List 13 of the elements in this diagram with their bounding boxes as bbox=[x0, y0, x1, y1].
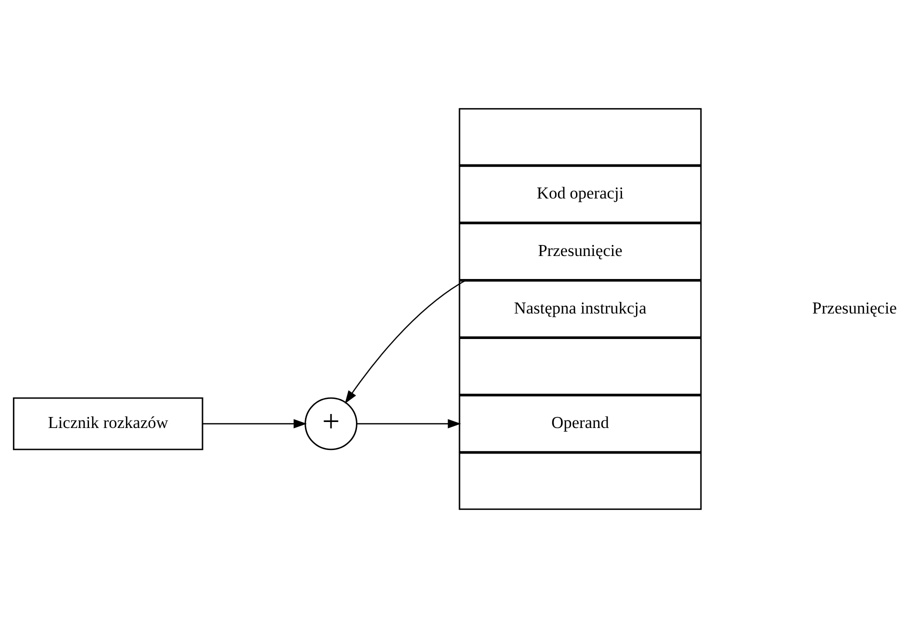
arrow bbox=[356, 419, 461, 428]
arrow bbox=[344, 279, 468, 404]
node-box: Licznik rozkazów bbox=[12, 397, 204, 450]
arrow bbox=[202, 419, 307, 428]
node-box bbox=[458, 108, 702, 166]
node-box: Operand bbox=[458, 394, 702, 453]
node-box: Kod operacji bbox=[458, 165, 702, 224]
node-box: Przesunięcie bbox=[458, 222, 702, 280]
node-box bbox=[458, 452, 702, 510]
node-box bbox=[458, 338, 702, 396]
node-circle: + bbox=[304, 397, 358, 450]
node-box: Następna instrukcja bbox=[458, 280, 702, 338]
label: Przesunięcie bbox=[812, 298, 897, 318]
